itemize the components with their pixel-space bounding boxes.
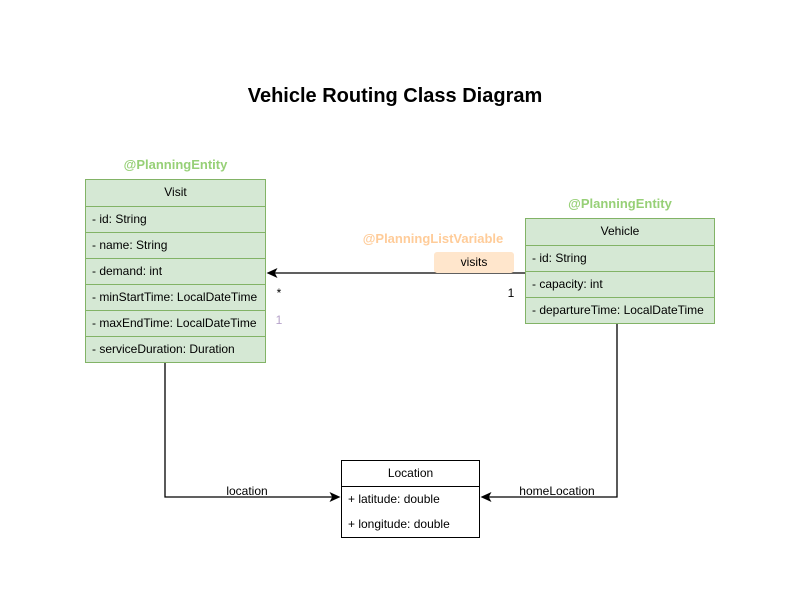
vehicle-attribute: - id: String <box>526 245 714 271</box>
location-attribute: + latitude: double <box>348 492 440 506</box>
visit-attribute: - minStartTime: LocalDateTime <box>86 284 265 310</box>
visit-class-name: Visit <box>164 185 187 199</box>
visits-edge-label[interactable]: visits <box>434 252 514 273</box>
visit-attribute: - id: String <box>86 206 265 232</box>
visit-attribute: - name: String <box>86 232 265 258</box>
home-location-edge-label: homeLocation <box>519 484 595 498</box>
vehicle-attribute: - departureTime: LocalDateTime <box>526 297 714 323</box>
visits-multiplicity-one: 1 <box>507 286 515 300</box>
location-class-box[interactable]: Location + latitude: double + longitude:… <box>341 460 480 538</box>
location-attribute: + longitude: double <box>348 517 450 531</box>
diagram-title: Vehicle Routing Class Diagram <box>247 85 543 107</box>
visits-index-annotation: 1 <box>275 313 283 327</box>
visit-planning-entity-annotation: @PlanningEntity <box>123 157 228 172</box>
visit-attribute: - serviceDuration: Duration <box>86 336 265 362</box>
home-location-edge <box>480 322 618 502</box>
location-edge-label: location <box>226 484 268 498</box>
visit-class-box[interactable]: Visit - id: String - name: String - dema… <box>85 179 266 363</box>
vehicle-class-name: Vehicle <box>600 224 640 238</box>
visits-multiplicity-many: * <box>276 286 282 300</box>
location-class-name: Location <box>342 461 479 487</box>
visit-attribute: - demand: int <box>86 258 265 284</box>
visit-attribute: - maxEndTime: LocalDateTime <box>86 310 265 336</box>
vehicle-class-box[interactable]: Vehicle - id: String - capacity: int - d… <box>525 218 715 324</box>
planning-list-variable-annotation: @PlanningListVariable <box>362 231 504 246</box>
vehicle-planning-entity-annotation: @PlanningEntity <box>568 196 672 211</box>
location-edge <box>164 362 341 502</box>
vehicle-attribute: - capacity: int <box>526 271 714 297</box>
